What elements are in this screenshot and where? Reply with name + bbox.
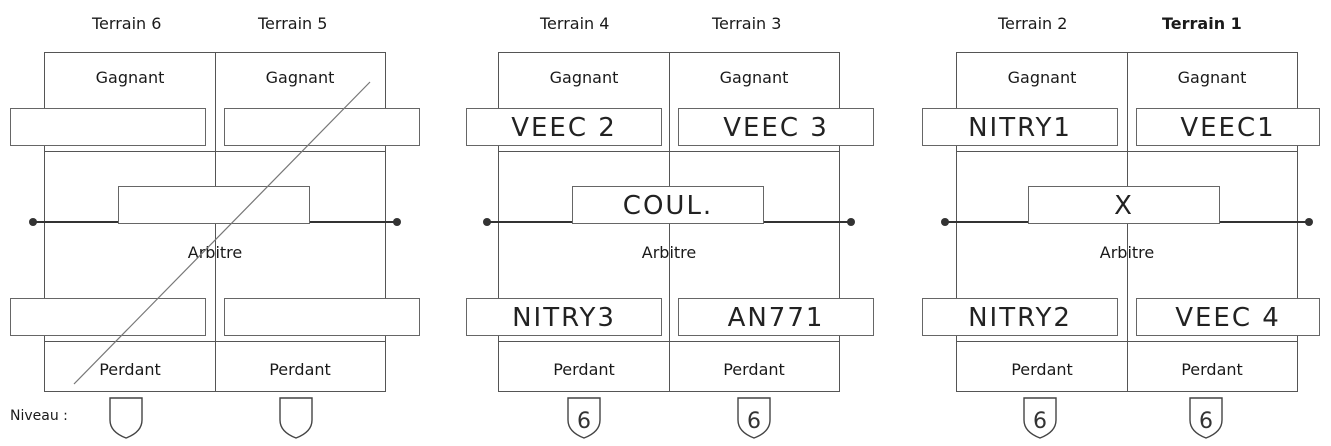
arbitre-label: Arbitre (1099, 243, 1155, 262)
shield-icon[interactable]: 6 (564, 392, 604, 440)
perdant-field-t3[interactable]: AN771 (678, 298, 874, 336)
shield-icon[interactable] (106, 392, 146, 440)
perdant-field-t1[interactable]: VEEC 4 (1136, 298, 1320, 336)
perdant-label: Perdant (553, 360, 615, 379)
arbitre-field-t43[interactable]: COUL. (572, 186, 764, 224)
gagnant-label: Gagnant (1177, 68, 1247, 87)
perdant-field-t2[interactable]: NITRY2 (922, 298, 1118, 336)
arbitre-field-t65[interactable] (118, 186, 310, 224)
perdant-label: Perdant (99, 360, 161, 379)
header-terrain-3: Terrain 3 (712, 14, 782, 33)
arbitre-label: Arbitre (641, 243, 697, 262)
perdant-field-t4[interactable]: NITRY3 (466, 298, 662, 336)
gagnant-field-t6[interactable] (10, 108, 206, 146)
header-terrain-6: Terrain 6 (92, 14, 162, 33)
header-terrain-5: Terrain 5 (258, 14, 328, 33)
perdant-field-t6[interactable] (10, 298, 206, 336)
gagnant-label: Gagnant (95, 68, 165, 87)
gagnant-field-t2[interactable]: NITRY1 (922, 108, 1118, 146)
header-terrain-1: Terrain 1 (1162, 14, 1242, 33)
header-terrain-4: Terrain 4 (540, 14, 610, 33)
shield-value: 6 (577, 409, 591, 434)
shield-icon[interactable]: 6 (1020, 392, 1060, 440)
perdant-label: Perdant (269, 360, 331, 379)
service-line-top (957, 151, 1297, 152)
gagnant-field-t5[interactable] (224, 108, 420, 146)
gagnant-field-t4[interactable]: VEEC 2 (466, 108, 662, 146)
gagnant-label: Gagnant (265, 68, 335, 87)
shield-value: 6 (1033, 409, 1047, 434)
shield-icon[interactable]: 6 (1186, 392, 1226, 440)
arbitre-label: Arbitre (187, 243, 243, 262)
perdant-field-t5[interactable] (224, 298, 420, 336)
shield-value: 6 (1199, 409, 1213, 434)
gagnant-label: Gagnant (719, 68, 789, 87)
niveau-label: Niveau : (10, 408, 68, 424)
perdant-label: Perdant (1011, 360, 1073, 379)
gagnant-label: Gagnant (1007, 68, 1077, 87)
perdant-label: Perdant (723, 360, 785, 379)
service-line-top (499, 151, 839, 152)
service-line-bottom (45, 341, 385, 342)
gagnant-field-t1[interactable]: VEEC1 (1136, 108, 1320, 146)
shield-icon[interactable] (276, 392, 316, 440)
shield-value: 6 (747, 409, 761, 434)
service-line-top (45, 151, 385, 152)
gagnant-field-t3[interactable]: VEEC 3 (678, 108, 874, 146)
gagnant-label: Gagnant (549, 68, 619, 87)
shield-icon[interactable]: 6 (734, 392, 774, 440)
header-terrain-2: Terrain 2 (998, 14, 1068, 33)
arbitre-field-t21[interactable]: X (1028, 186, 1220, 224)
perdant-label: Perdant (1181, 360, 1243, 379)
service-line-bottom (957, 341, 1297, 342)
service-line-bottom (499, 341, 839, 342)
